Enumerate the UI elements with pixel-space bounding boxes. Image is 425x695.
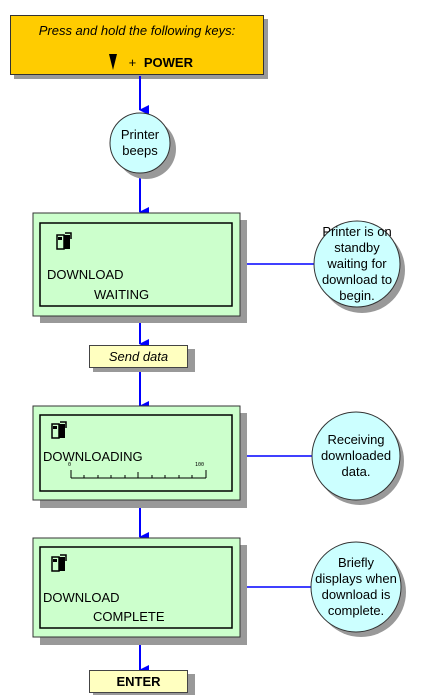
progress-ticks [70,470,207,478]
lcd-complete-line1: DOWNLOAD [43,590,120,605]
beeps-circle [109,112,171,174]
printer-icon [56,232,72,250]
printer-beeps-text: Printer beeps [120,127,160,158]
send-data-tag: Send data [89,345,188,368]
receiving-note-text: Receiving downloaded data. [320,432,392,479]
receiving-note-circle [311,411,401,501]
briefly-note-circle [310,541,402,633]
plus-sign: + [128,55,137,70]
lcd-downloading-line1: DOWNLOADING [43,449,143,464]
key-instruction-box: Press and hold the following keys: + POW… [10,15,264,75]
lcd-complete-screen [39,546,233,629]
standby-note-circle [313,220,401,308]
lcd-downloading-screen [39,414,233,492]
printer-icon [51,554,67,572]
power-key-label: POWER [143,55,193,70]
lcd-downloading-frame [32,405,241,501]
key-combination: + POWER [107,54,193,70]
printer-icon [51,421,67,439]
enter-key-tag: ENTER [89,670,188,693]
briefly-note-text: Briefly displays when download is comple… [315,555,397,618]
progress-start-label: 0 [68,462,72,468]
key-instruction-text: Press and hold the following keys: [38,23,236,38]
progress-end-label: 100 [195,462,205,468]
lcd-waiting-line1: DOWNLOAD [47,267,124,282]
lcd-waiting-line2: WAITING [94,287,150,302]
lcd-waiting-frame [32,212,241,317]
standby-note-text: Printer is on standby waiting for downlo… [321,224,393,303]
lcd-complete-line2: COMPLETE [93,609,165,624]
lcd-complete-frame [32,537,241,638]
lcd-waiting-screen [39,222,233,307]
down-arrow-icon [109,54,117,70]
